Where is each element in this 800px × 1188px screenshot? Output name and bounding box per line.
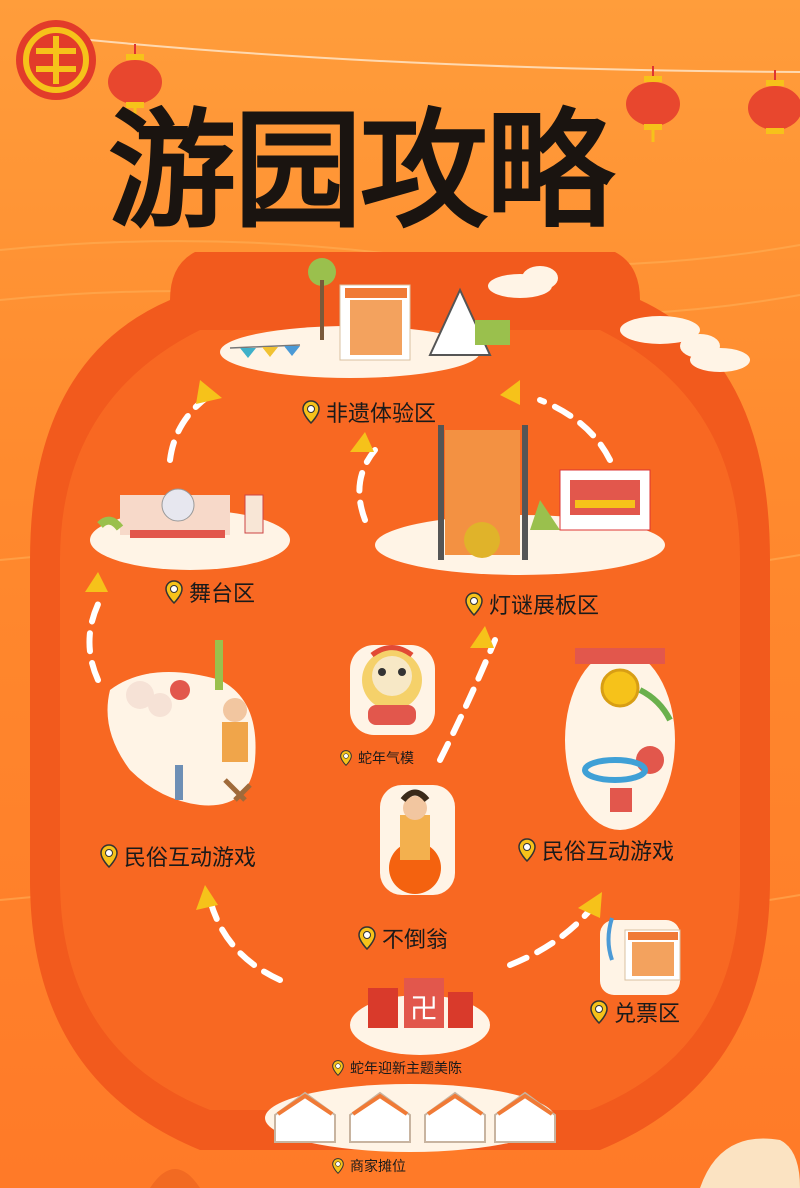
location-pin-icon <box>302 400 320 424</box>
tumbler-illustration <box>389 789 441 894</box>
location-pin-icon <box>332 1158 344 1174</box>
lantern-icon <box>748 70 800 134</box>
zone-name: 舞台区 <box>189 582 256 607</box>
zone-label-theme-display[interactable]: 蛇年迎新主题美陈 <box>332 1058 462 1078</box>
svg-text:卍: 卍 <box>410 992 438 1025</box>
ticket-booth-illustration <box>606 917 681 981</box>
location-pin-icon <box>165 580 183 604</box>
theme-display-illustration: 卍 <box>368 978 473 1028</box>
zone-name: 非遗体验区 <box>326 402 437 427</box>
zone-label-riddles[interactable]: 灯谜展板区 <box>465 588 599 620</box>
folk-games-right-illustration <box>575 648 673 812</box>
folk-games-left-illustration <box>126 640 252 802</box>
zone-label-tumbler[interactable]: 不倒翁 <box>358 922 448 954</box>
location-pin-icon <box>340 750 352 766</box>
zone-name: 不倒翁 <box>382 928 449 953</box>
zone-label-ticket[interactable]: 兑票区 <box>590 996 680 1028</box>
zone-label-folk-games-left[interactable]: 民俗互动游戏 <box>100 840 256 872</box>
heritage-stall-illustration <box>229 258 510 361</box>
riddle-board-illustration <box>438 425 651 560</box>
zone-label-stage[interactable]: 舞台区 <box>165 576 255 608</box>
location-pin-icon <box>590 1000 608 1024</box>
zone-name: 民俗互动游戏 <box>542 840 675 865</box>
zone-name: 兑票区 <box>614 1002 681 1027</box>
location-pin-icon <box>358 926 376 950</box>
zone-name: 灯谜展板区 <box>489 594 600 619</box>
zone-label-folk-games-right[interactable]: 民俗互动游戏 <box>518 834 674 866</box>
stage-illustration <box>97 488 264 538</box>
zone-name: 商家摊位 <box>350 1159 406 1175</box>
lantern-icon <box>626 66 680 142</box>
snake-inflatable-illustration <box>362 645 422 725</box>
location-pin-icon <box>518 838 536 862</box>
lantern-icon <box>108 44 162 120</box>
union-logo-icon <box>16 20 96 100</box>
zone-label-snake-inflatable[interactable]: 蛇年气模 <box>340 748 414 768</box>
zone-label-heritage[interactable]: 非遗体验区 <box>302 396 436 428</box>
zone-name: 蛇年迎新主题美陈 <box>350 1061 462 1077</box>
zone-label-vendors[interactable]: 商家摊位 <box>332 1156 406 1176</box>
zone-name: 民俗互动游戏 <box>124 846 257 871</box>
page-title: 游园攻略 <box>108 96 614 246</box>
location-pin-icon <box>332 1060 344 1076</box>
location-pin-icon <box>100 844 118 868</box>
location-pin-icon <box>465 592 483 616</box>
zone-name: 蛇年气模 <box>358 751 414 767</box>
